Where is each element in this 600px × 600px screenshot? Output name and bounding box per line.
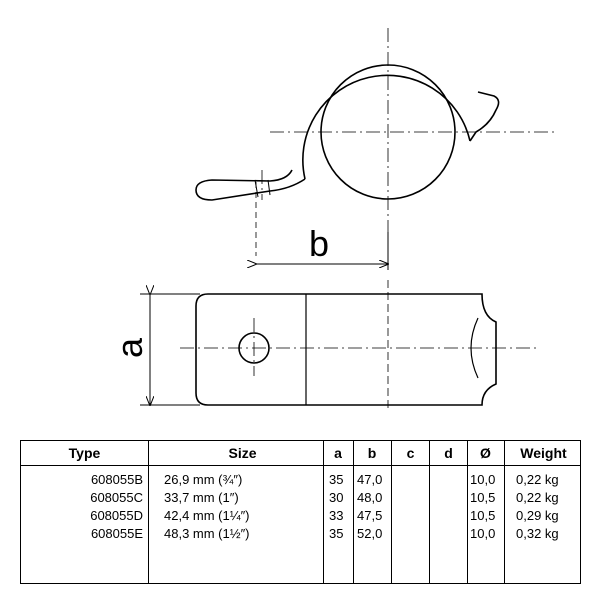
technical-drawing: b a [109, 28, 555, 410]
header-a: a [334, 445, 342, 461]
header-type: Type [68, 445, 101, 461]
top-view [195, 64, 500, 201]
cell-type: 608055D [90, 508, 143, 523]
cell-b: 48,0 [357, 490, 383, 505]
cell-size: 42,4 mm (1¼″) [164, 508, 250, 523]
cell-a: 35 [329, 526, 344, 541]
top-view-centerlines [255, 28, 555, 256]
side-body [195, 293, 497, 406]
col-divider [504, 441, 505, 583]
dimension-a-line [140, 294, 200, 405]
arm-tab [195, 169, 306, 201]
cell-b: 47,0 [357, 472, 383, 487]
col-divider [467, 441, 468, 583]
cell-weight: 0,22 kg [516, 490, 559, 505]
cell-b: 47,5 [357, 508, 383, 523]
spec-table: Type Size a b c d Ø Weight 608055B 26,9 … [20, 440, 581, 584]
cell-size: 26,9 mm (¾″) [164, 472, 243, 487]
ring-outer [302, 74, 471, 180]
cell-b: 52,0 [357, 526, 383, 541]
cell-diameter: 10,5 [470, 490, 496, 505]
cell-a: 30 [329, 490, 344, 505]
header-divider [21, 465, 580, 466]
col-divider [148, 441, 149, 583]
header-b: b [367, 445, 377, 461]
cell-weight: 0,22 kg [516, 472, 559, 487]
cell-size: 48,3 mm (1½″) [164, 526, 250, 541]
side-lug [469, 91, 500, 142]
cell-diameter: 10,0 [470, 472, 496, 487]
cell-type: 608055B [90, 472, 143, 487]
header-size: Size [228, 445, 257, 461]
cell-diameter: 10,5 [470, 508, 496, 523]
col-divider [391, 441, 392, 583]
side-view-centerlines [180, 280, 540, 410]
cell-weight: 0,29 kg [516, 508, 559, 523]
cell-size: 33,7 mm (1″) [164, 490, 239, 505]
header-weight: Weight [520, 445, 567, 461]
col-divider [353, 441, 354, 583]
cell-type: 608055E [90, 526, 143, 541]
cell-weight: 0,32 kg [516, 526, 559, 541]
cell-a: 35 [329, 472, 344, 487]
cell-type: 608055C [90, 490, 143, 505]
col-divider [429, 441, 430, 583]
dimension-b-line [256, 232, 388, 270]
dimension-a-label: a [109, 337, 150, 358]
header-c: c [406, 445, 415, 461]
col-divider [323, 441, 324, 583]
header-diameter: Ø [480, 445, 491, 461]
dimension-b-label: b [309, 223, 329, 264]
side-view [195, 293, 497, 406]
cell-diameter: 10,0 [470, 526, 496, 541]
header-d: d [444, 445, 453, 461]
cell-a: 33 [329, 508, 344, 523]
